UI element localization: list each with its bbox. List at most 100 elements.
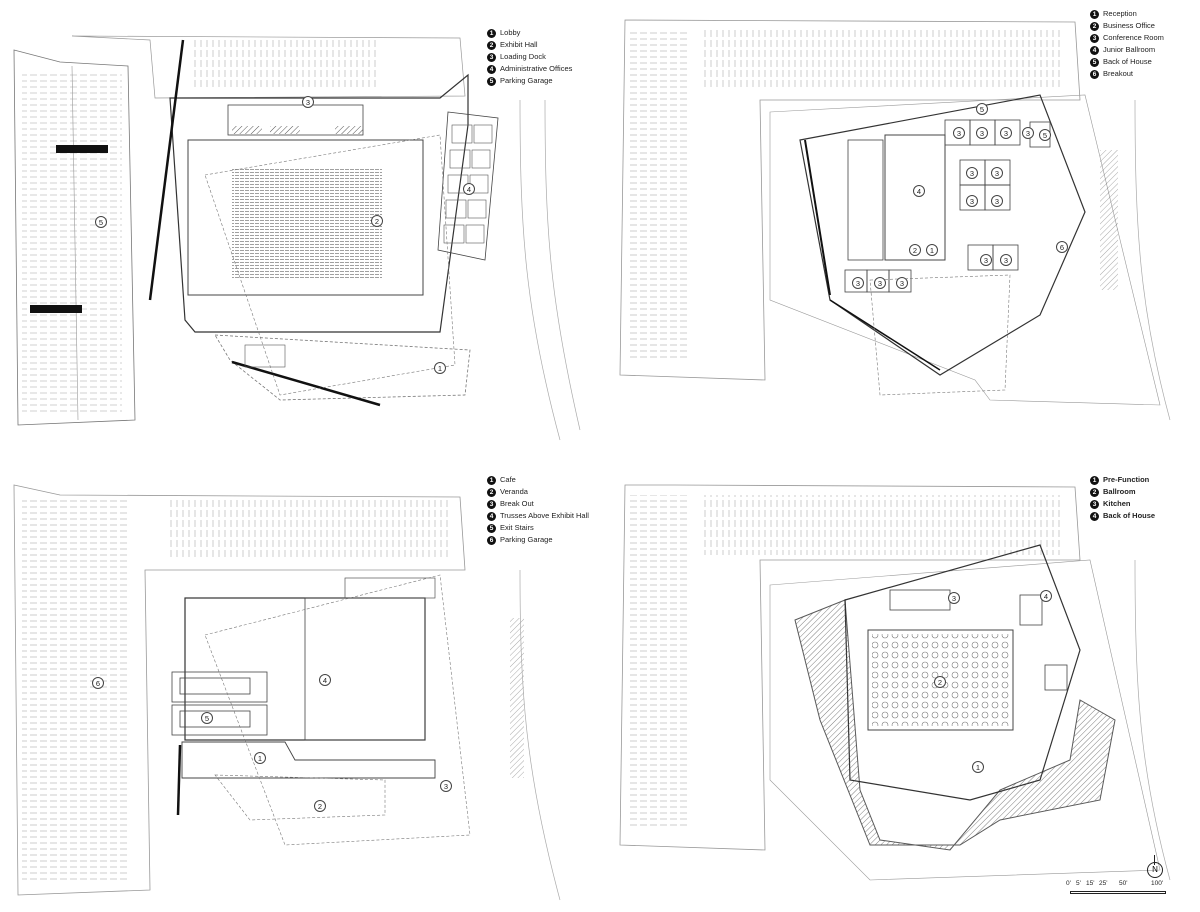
legend-item: 4 Administrative Offices [487,63,572,75]
legend-label: Conference Room [1103,33,1164,42]
parking-deck-outline [619,19,1081,381]
legend-label: Business Office [1103,21,1155,30]
north-arrow-needle [1154,855,1155,865]
room-label-ballroom: 2 [934,676,946,688]
room-label-exhibit-hall: 2 [371,215,383,227]
legend-label: Back of House [1103,511,1156,520]
parking-dark-band [56,145,108,153]
legend-number: 5 [1090,57,1099,67]
floor-outline [769,94,1161,406]
room-label-reception: 1 [926,244,938,256]
room-label-admin-offices: 4 [463,183,475,195]
room-label-conference-room: 3 [966,167,978,179]
legend-number: 4 [487,511,496,521]
legend-number: 5 [487,523,496,533]
room-label-conference-room: 3 [874,277,886,289]
legend-number: 4 [487,64,496,74]
exhibit-seating [232,168,382,278]
room-label-junior-ballroom: 4 [913,185,925,197]
legend-label: Administrative Offices [500,64,573,73]
legend-number: 2 [1090,487,1099,497]
room-label-conference-room: 3 [991,195,1003,207]
scale-tick: 50' [1119,880,1128,887]
pre-function-canopy [794,599,1116,851]
veranda [214,774,386,821]
room-label-trusses: 4 [319,674,331,686]
legend-item: 1 Reception [1090,8,1164,20]
legend-label: Kitchen [1103,499,1131,508]
room-label-parking-garage: 5 [95,216,107,228]
room-label-back-of-house: 4 [1040,590,1052,602]
scale-tick: 5' [1076,880,1081,887]
room-label-conference-room: 3 [1022,127,1034,139]
legend-number: 6 [1090,69,1099,79]
scale-bar-graphic [1070,891,1166,894]
plan-second-floor [619,19,1171,421]
legend-number: 3 [1090,33,1099,43]
room-label-exit-stairs: 5 [201,712,213,724]
building-outline [169,73,469,333]
legend-label: Reception [1103,9,1137,18]
room-label-parking-garage: 6 [92,677,104,689]
legend-label: Break Out [500,499,534,508]
plan-ground-floor [13,35,581,441]
room-label-business-office: 2 [909,244,921,256]
ballroom [867,629,1014,731]
junior-ballroom [884,134,946,261]
legend-item: 5 Parking Garage [487,75,572,87]
room-label-veranda: 2 [314,800,326,812]
legend-number: 2 [487,40,496,50]
room-label-breakout: 6 [1056,241,1068,253]
plan-third-floor [13,484,561,901]
legend-number: 1 [1090,475,1099,485]
legend-item: 5 Back of House [1090,56,1164,68]
room-label-conference-room: 3 [953,127,965,139]
legend-number: 2 [487,487,496,497]
room-label-back-of-house: 5 [1039,129,1051,141]
room-label-conference-room: 3 [1000,127,1012,139]
legend-number: 1 [1090,9,1099,19]
cafe [181,741,436,779]
legend-label: Ballroom [1103,487,1136,496]
room-label-conference-room: 3 [991,167,1003,179]
room-label-conference-room: 3 [976,127,988,139]
legend-item: 1 Cafe [487,474,589,486]
legend-label: Cafe [500,475,516,484]
room-label-cafe: 1 [254,752,266,764]
parking-stalls [22,70,122,415]
room-label-kitchen: 3 [948,592,960,604]
admin-offices [437,111,499,261]
room-label-loading-dock: 3 [302,96,314,108]
room-label-conference-room: 3 [980,254,992,266]
lobby [214,334,471,401]
plan-fourth-floor [619,484,1171,881]
exhibit-hall [187,139,424,296]
legend-label: Loading Dock [500,52,546,61]
legend-label: Parking Garage [500,76,553,85]
legend-label: Junior Ballroom [1103,45,1156,54]
legend-label: Back of House [1103,57,1152,66]
legend-label: Breakout [1103,69,1134,78]
room-label-break-out: 3 [440,780,452,792]
legend-number: 1 [487,475,496,485]
room-label-conference-room: 3 [1000,254,1012,266]
room-label-back-of-house: 5 [976,103,988,115]
legend-number: 2 [1090,21,1099,31]
legend-number: 5 [487,76,496,86]
scale-tick: 100' [1151,880,1164,887]
floor-outline [769,559,1161,881]
